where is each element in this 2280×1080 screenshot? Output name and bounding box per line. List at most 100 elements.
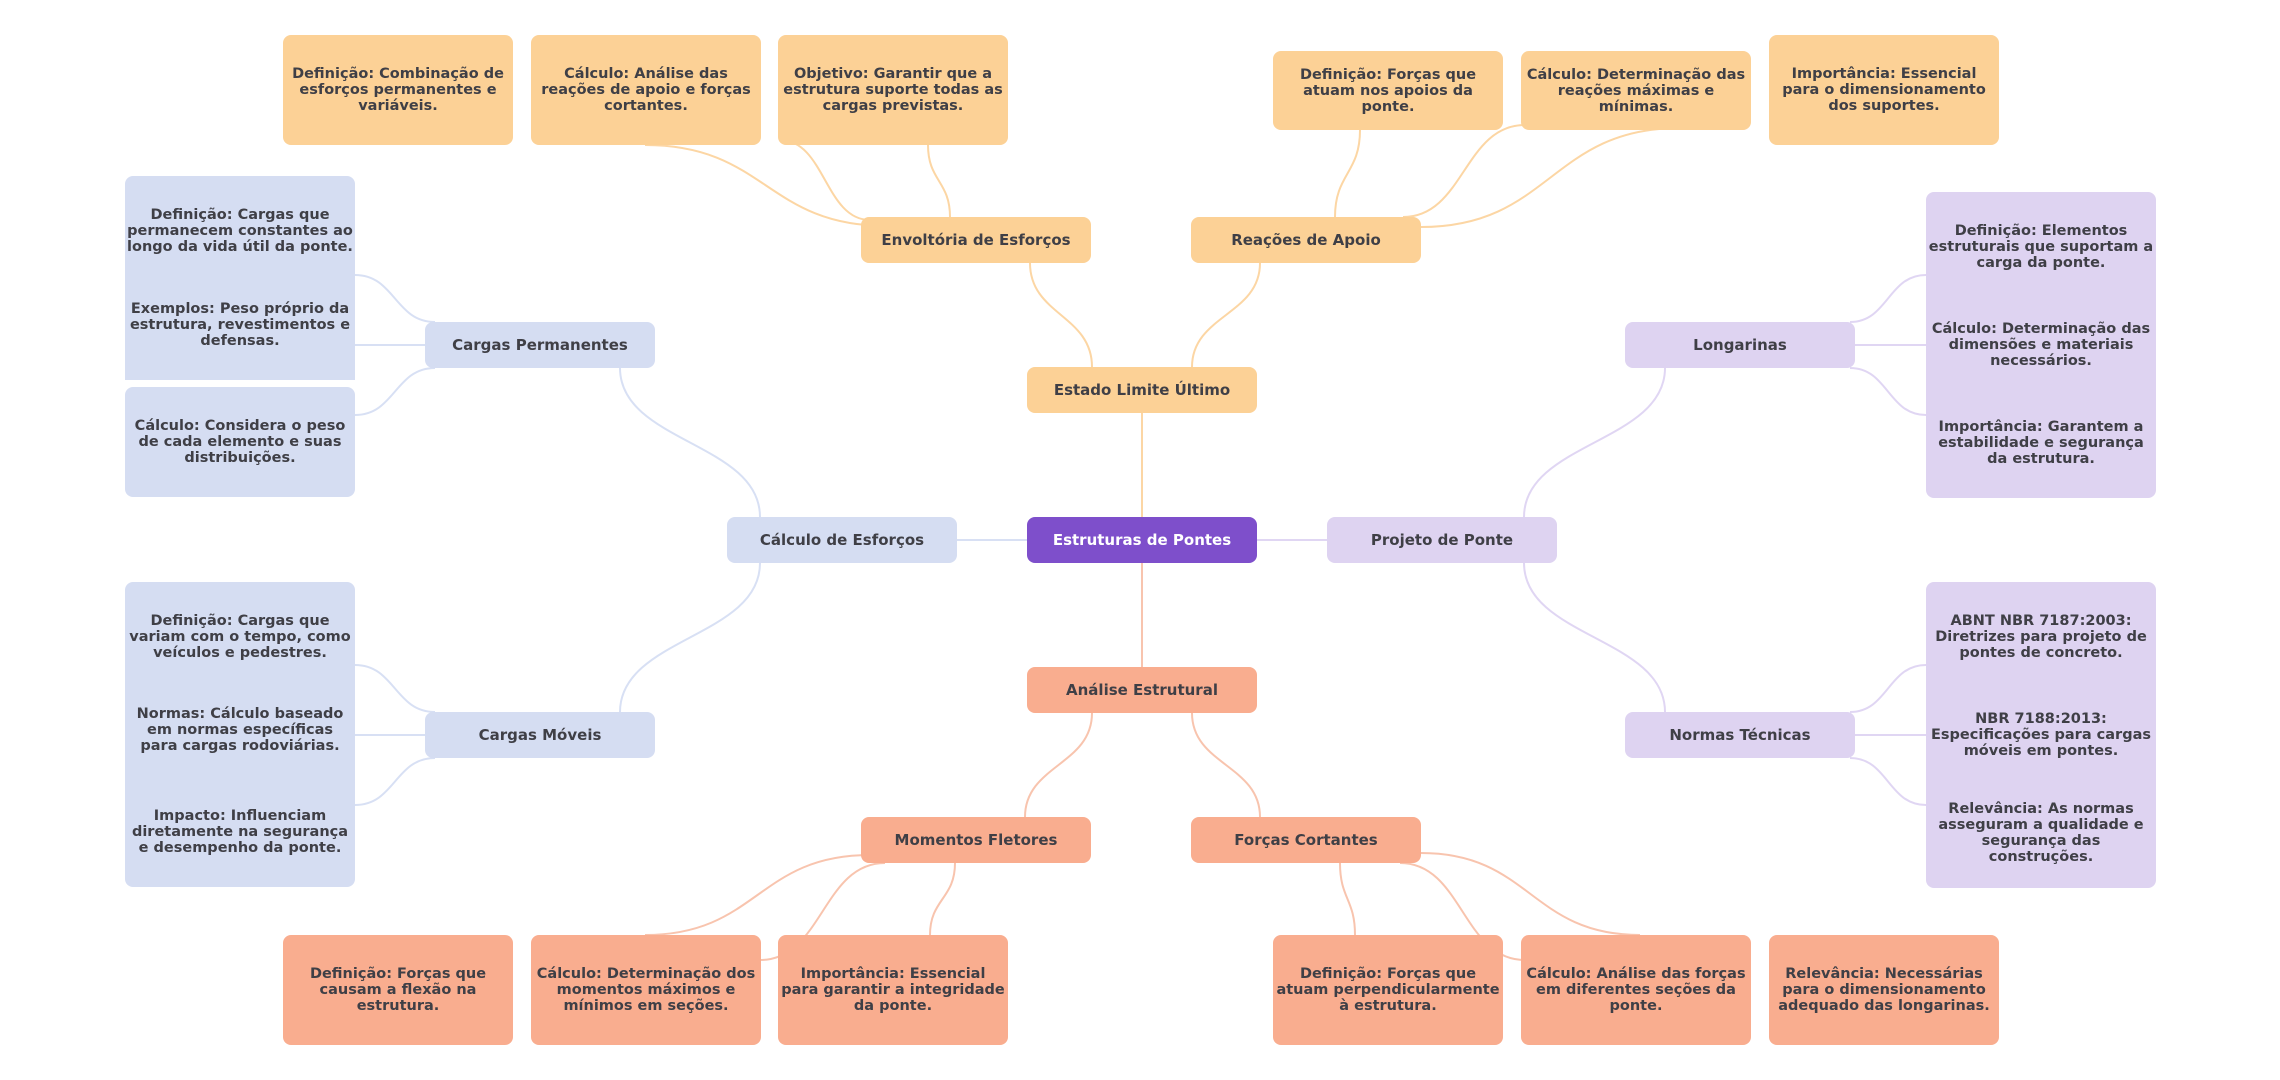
connector-edge: [644, 854, 871, 936]
leaf-forcas-relevancia[interactable]: Relevância: Necessárias para o dimension…: [1769, 935, 1999, 1045]
leaf-permanentes-calculo[interactable]: Cálculo: Considera o peso de cada elemen…: [125, 387, 355, 497]
leaf-text: Definição: Elementos estruturais que sup…: [1928, 223, 2154, 271]
connector-edge: [1024, 712, 1093, 818]
node-label: Forças Cortantes: [1234, 831, 1378, 849]
node-normas-tecnicas[interactable]: Normas Técnicas: [1625, 712, 1855, 758]
leaf-text: Definição: Forças que atuam nos apoios d…: [1299, 66, 1477, 115]
leaf-moveis-normas[interactable]: Normas: Cálculo baseado em normas especí…: [125, 675, 355, 785]
leaf-permanentes-exemplos[interactable]: Exemplos: Peso próprio da estrutura, rev…: [125, 270, 355, 380]
connector-edge: [779, 139, 871, 221]
node-label: Reações de Apoio: [1231, 231, 1381, 249]
branch-label: Projeto de Ponte: [1370, 531, 1514, 549]
leaf-text: Definição: Forças que atuam perpendicula…: [1276, 966, 1500, 1014]
leaf-text: Impacto: Influenciam diretamente na segu…: [131, 808, 349, 856]
root-label: Estruturas de Pontes: [1052, 531, 1232, 549]
connector-edge: [354, 757, 436, 806]
leaf-envoltoria-calculo[interactable]: Cálculo: Análise das reações de apoio e …: [531, 35, 761, 145]
branch-label: Análise Estrutural: [1066, 681, 1218, 699]
leaf-moveis-impacto[interactable]: Impacto: Influenciam diretamente na segu…: [125, 777, 355, 887]
node-label: Envoltória de Esforços: [881, 231, 1071, 249]
leaf-text: Normas: Cálculo baseado em normas especí…: [136, 706, 344, 754]
leaf-text: Objetivo: Garantir que a estrutura supor…: [783, 66, 1003, 114]
node-label: Cargas Permanentes: [452, 336, 628, 354]
node-cargas-permanentes[interactable]: Cargas Permanentes: [425, 322, 655, 368]
leaf-text: Definição: Cargas que permanecem constan…: [127, 207, 353, 255]
branch-label: Cálculo de Esforços: [759, 531, 925, 549]
leaf-momentos-definicao[interactable]: Definição: Forças que causam a flexão na…: [283, 935, 513, 1045]
leaf-reacoes-calculo[interactable]: Cálculo: Determinação das reações máxima…: [1521, 51, 1751, 130]
node-label: Longarinas: [1693, 336, 1787, 354]
connector-edge: [354, 367, 436, 416]
leaf-envoltoria-objetivo[interactable]: Objetivo: Garantir que a estrutura supor…: [778, 35, 1008, 145]
leaf-longarinas-importancia[interactable]: Importância: Garantem a estabilidade e s…: [1926, 388, 2156, 498]
connector-edge: [1399, 862, 1526, 961]
leaf-normas-nbr-7188[interactable]: NBR 7188:2013: Especificações para carga…: [1926, 680, 2156, 790]
leaf-text: Definição: Cargas que variam com o tempo…: [129, 613, 351, 661]
connector-edge: [1402, 124, 1526, 218]
leaf-reacoes-definicao[interactable]: Definição: Forças que atuam nos apoios d…: [1273, 51, 1503, 130]
branch-analise-estrutural[interactable]: Análise Estrutural: [1027, 667, 1257, 713]
leaf-text: Importância: Essencial para o dimensiona…: [1782, 66, 1986, 114]
node-label: Normas Técnicas: [1669, 726, 1811, 744]
leaf-longarinas-definicao[interactable]: Definição: Elementos estruturais que sup…: [1926, 192, 2156, 302]
branch-projeto-de-ponte[interactable]: Projeto de Ponte: [1327, 517, 1557, 563]
leaf-text: Cálculo: Determinação dos momentos máxim…: [536, 966, 756, 1014]
connector-edge: [1523, 367, 1666, 518]
connector-edge: [1029, 262, 1093, 368]
node-forcas-cortantes[interactable]: Forças Cortantes: [1191, 817, 1421, 863]
connector-edge: [1849, 367, 1927, 416]
leaf-reacoes-importancia[interactable]: Importância: Essencial para o dimensiona…: [1769, 35, 1999, 145]
leaf-text: Importância: Garantem a estabilidade e s…: [1938, 419, 2144, 467]
leaf-forcas-calculo[interactable]: Cálculo: Análise das forças em diferente…: [1521, 935, 1751, 1045]
connector-edge: [929, 862, 956, 936]
leaf-text: Relevância: As normas asseguram a qualid…: [1938, 801, 2144, 865]
leaf-permanentes-definicao[interactable]: Definição: Cargas que permanecem constan…: [125, 176, 355, 286]
leaf-momentos-importancia[interactable]: Importância: Essencial para garantir a i…: [778, 935, 1008, 1045]
leaf-longarinas-calculo[interactable]: Cálculo: Determinação das dimensões e ma…: [1926, 290, 2156, 400]
connector-edge: [644, 144, 888, 227]
node-reacoes-de-apoio[interactable]: Reações de Apoio: [1191, 217, 1421, 263]
connector-edge: [1334, 129, 1361, 218]
leaf-text: Exemplos: Peso próprio da estrutura, rev…: [129, 301, 351, 349]
connector-edge: [354, 664, 436, 713]
node-cargas-moveis[interactable]: Cargas Móveis: [425, 712, 655, 758]
leaf-text: Definição: Combinação de esforços perman…: [292, 66, 504, 114]
leaf-envoltoria-definicao[interactable]: Definição: Combinação de esforços perman…: [283, 35, 513, 145]
root-node[interactable]: Estruturas de Pontes: [1027, 517, 1257, 563]
leaf-text: ABNT NBR 7187:2003: Diretrizes para proj…: [1935, 613, 2147, 661]
leaf-text: Cálculo: Determinação das dimensões e ma…: [1931, 321, 2151, 369]
node-label: Cargas Móveis: [478, 726, 602, 744]
leaf-moveis-definicao[interactable]: Definição: Cargas que variam com o tempo…: [125, 582, 355, 692]
connector-edge: [354, 274, 436, 323]
connector-edge: [1523, 562, 1666, 713]
leaf-text: Importância: Essencial para garantir a i…: [781, 966, 1005, 1014]
connector-edge: [619, 367, 761, 518]
node-envoltoria-de-esforcos[interactable]: Envoltória de Esforços: [861, 217, 1091, 263]
connector-edge: [927, 144, 951, 218]
leaf-text: Cálculo: Análise das reações de apoio e …: [541, 66, 751, 114]
node-momentos-fletores[interactable]: Momentos Fletores: [861, 817, 1091, 863]
branch-label: Estado Limite Último: [1053, 381, 1231, 399]
connector-edge: [1420, 127, 1681, 228]
leaf-text: Cálculo: Considera o peso de cada elemen…: [134, 418, 346, 466]
connector-edge: [619, 562, 761, 713]
connector-edge: [1849, 757, 1927, 806]
branch-estado-limite-ultimo[interactable]: Estado Limite Último: [1027, 367, 1257, 413]
branch-calculo-de-esforcos[interactable]: Cálculo de Esforços: [727, 517, 957, 563]
leaf-normas-relevancia[interactable]: Relevância: As normas asseguram a qualid…: [1926, 778, 2156, 888]
node-longarinas[interactable]: Longarinas: [1625, 322, 1855, 368]
leaf-text: Cálculo: Determinação das reações máxima…: [1526, 66, 1746, 115]
connector-edge: [1420, 852, 1641, 936]
leaf-forcas-definicao[interactable]: Definição: Forças que atuam perpendicula…: [1273, 935, 1503, 1045]
connector-edge: [1191, 712, 1261, 818]
leaf-text: Definição: Forças que causam a flexão na…: [309, 966, 487, 1014]
leaf-momentos-calculo[interactable]: Cálculo: Determinação dos momentos máxim…: [531, 935, 761, 1045]
connector-edge: [1849, 664, 1927, 713]
connector-edge: [1339, 862, 1356, 936]
connector-edge: [1191, 262, 1261, 368]
leaf-normas-abnt-7187[interactable]: ABNT NBR 7187:2003: Diretrizes para proj…: [1926, 582, 2156, 692]
leaf-text: Relevância: Necessárias para o dimension…: [1778, 966, 1990, 1014]
node-label: Momentos Fletores: [894, 831, 1058, 849]
leaf-text: NBR 7188:2013: Especificações para carga…: [1931, 711, 2151, 759]
